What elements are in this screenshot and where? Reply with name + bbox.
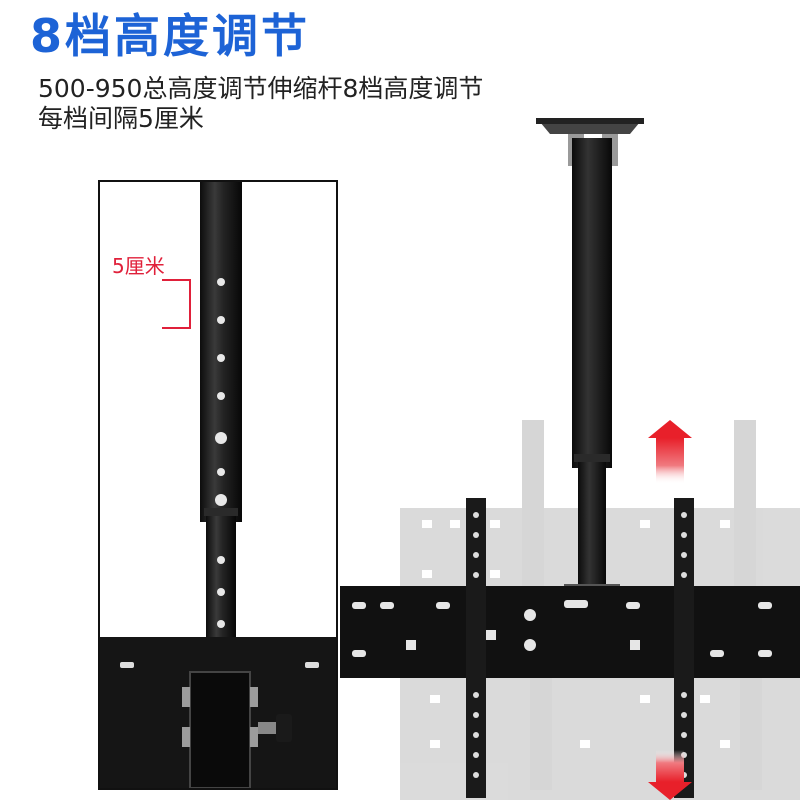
adjustment-holes — [215, 278, 227, 628]
down-arrow-icon — [648, 750, 692, 800]
tv-mount-illustration — [340, 118, 800, 800]
pole-detail-panel: 5厘米 — [98, 180, 338, 790]
spacing-label: 5厘米 — [112, 254, 165, 278]
subtitle-line-interval: 每档间隔5厘米 — [38, 104, 204, 133]
up-arrow-icon — [648, 420, 692, 484]
main-tv-bracket — [340, 586, 800, 678]
ceiling-pole — [572, 138, 612, 468]
outer-tube — [200, 182, 242, 522]
page-title: 8档高度调节 — [30, 9, 311, 63]
inner-pole — [578, 460, 606, 590]
subtitle-line-range: 500-950总高度调节伸缩杆8档高度调节 — [38, 74, 484, 103]
spacing-marker — [162, 279, 191, 329]
pole-closeup-illustration — [100, 182, 336, 788]
subtitle-block: 500-950总高度调节伸缩杆8档高度调节 每档间隔5厘米 — [38, 74, 483, 134]
tv-arm-left — [466, 498, 486, 798]
ghost-lower-position — [400, 670, 800, 800]
